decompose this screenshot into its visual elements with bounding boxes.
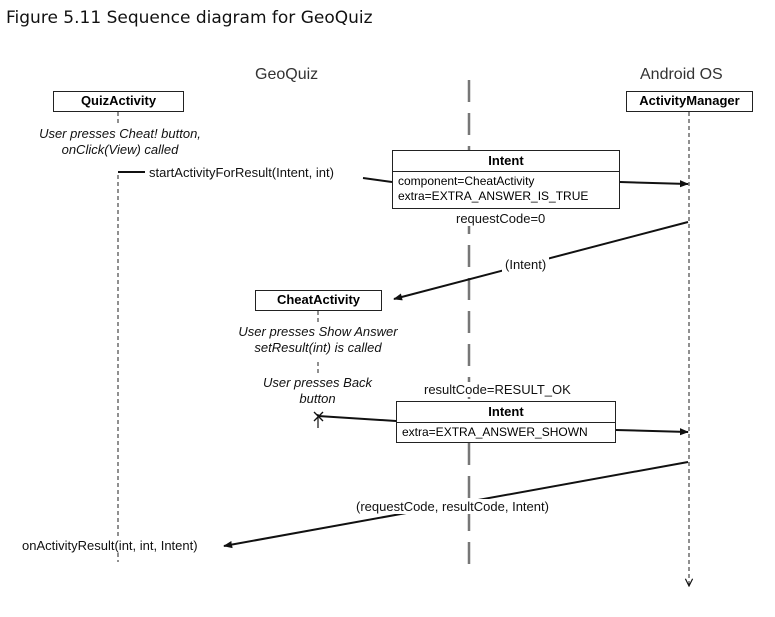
note-press-back: User presses Back button [262,375,373,406]
message-result-code: resultCode=RESULT_OK [424,382,571,397]
intent-box-result: Intent extra=EXTRA_ANSWER_SHOWN [396,401,616,443]
intent-box-request-component: component=CheatActivity [398,174,535,188]
message-request-code: requestCode=0 [456,211,546,226]
intent-box-request-extra: extra=EXTRA_ANSWER_IS_TRUE [398,189,589,203]
participant-activity-manager: ActivityManager [626,91,753,112]
group-label-android-os: Android OS [640,66,723,83]
participant-cheat-activity: CheatActivity [255,290,382,311]
arrow-start-activity-b [362,177,393,183]
intent-box-result-title: Intent [397,402,615,423]
message-result-back: (requestCode, resultCode, Intent) [353,499,552,514]
arrow-start-activity-c [619,180,689,188]
message-start-activity: startActivityForResult(Intent, int) [149,165,334,180]
note-press-cheat: User presses Cheat! button, onClick(View… [39,126,201,157]
intent-box-result-extra: extra=EXTRA_ANSWER_SHOWN [402,425,588,439]
group-label-geoquiz: GeoQuiz [255,66,319,83]
figure-caption: Figure 5.11 Sequence diagram for GeoQuiz [6,8,373,28]
intent-box-request-title: Intent [393,151,619,172]
intent-box-request: Intent component=CheatActivity extra=EXT… [392,150,620,209]
participant-quiz-activity: QuizActivity [53,91,184,112]
message-on-activity-result: onActivityResult(int, int, Intent) [22,538,198,553]
note-show-answer: User presses Show Answer setResult(int) … [238,324,398,355]
message-intent-to-cheat: (Intent) [502,257,550,272]
arrow-result-to-manager-b [615,428,689,436]
arrow-result-to-manager-a [317,415,397,422]
